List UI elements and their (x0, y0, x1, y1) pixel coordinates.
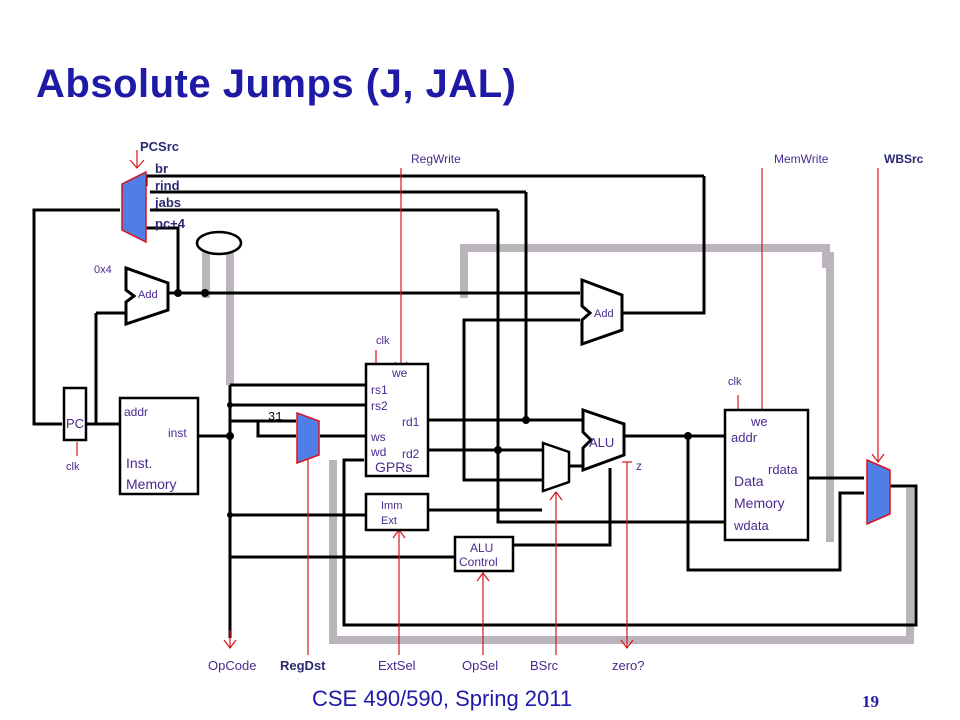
imm-ext-line2: Ext (381, 515, 397, 527)
dmem-addr-port: addr (731, 430, 758, 445)
junction-dots (174, 289, 692, 518)
mux-input-br: br (155, 161, 168, 176)
immediate-extender (364, 492, 430, 532)
gpr-wd-port: wd (370, 445, 386, 459)
opsel-signal: OpSel (462, 658, 498, 673)
pc-label: PC (66, 416, 84, 431)
regdst-signal: RegDst (280, 658, 326, 673)
mux-input-jabs: jabs (154, 195, 181, 210)
slide-title: Absolute Jumps (J, JAL) (36, 62, 517, 106)
gpr-rs2-port: rs2 (371, 399, 388, 413)
datapath-wires (32, 174, 918, 638)
bsrc-mux (541, 441, 571, 493)
slide-footer: CSE 490/590, Spring 2011 (312, 686, 573, 711)
dmem-name-line1: Data (734, 473, 764, 489)
dmem-name-line2: Memory (734, 495, 785, 511)
page-number: 19 (862, 692, 879, 711)
alu-label: ALU (589, 435, 614, 450)
data-memory (723, 408, 810, 542)
pc-adder-label: Add (138, 289, 158, 301)
extsel-signal: ExtSel (378, 658, 416, 673)
imm-ext-line1: Imm (381, 500, 402, 512)
pc-plus4-adder (124, 265, 170, 327)
mux-input-pc4: pc+4 (155, 216, 186, 231)
wbsrc-signal: WBSrc (884, 152, 924, 166)
imem-inst-port: inst (168, 426, 187, 440)
jump-concat-unit (195, 230, 243, 256)
dmem-clk-label: clk (728, 376, 742, 388)
mux-input-rind: rind (155, 178, 180, 193)
opcode-signal: OpCode (208, 658, 256, 673)
regdst-mux (296, 411, 320, 465)
gpr-rs1-port: rs1 (371, 383, 388, 397)
alu-zero-out: z (636, 459, 642, 473)
memwrite-signal: MemWrite (774, 152, 829, 166)
constant-4-label: 0x4 (94, 264, 112, 276)
dmem-rdata-port: rdata (768, 462, 798, 477)
gpr-rd2-port: rd2 (402, 447, 420, 461)
alu-control-line2: Control (459, 555, 498, 569)
pcsrc-label: PCSrc (140, 139, 179, 154)
imem-name-line2: Memory (126, 476, 177, 492)
alu (581, 407, 626, 473)
constant-31-label: 31 (268, 410, 282, 424)
branch-target-adder (580, 277, 624, 347)
regwrite-signal: RegWrite (411, 152, 461, 166)
zero-signal: zero? (612, 658, 645, 673)
bsrc-signal: BSrc (530, 658, 559, 673)
gpr-name: GPRs (375, 459, 412, 475)
alu-control-unit (453, 535, 515, 573)
gpr-ws-port: ws (370, 430, 386, 444)
gpr-clk-label: clk (376, 335, 390, 347)
branch-adder-label: Add (594, 308, 614, 320)
dmem-wdata-port: wdata (733, 518, 769, 533)
pc-register (62, 386, 88, 442)
register-file (364, 362, 430, 478)
imem-addr-port: addr (124, 405, 148, 419)
wbsrc-mux (866, 458, 891, 526)
dmem-we-port: we (750, 414, 768, 429)
gpr-rd1-port: rd1 (402, 415, 420, 429)
gpr-we-port: we (391, 366, 408, 380)
alu-control-line1: ALU (470, 541, 493, 555)
instruction-memory (118, 396, 200, 496)
imem-name-line1: Inst. (126, 455, 152, 471)
pc-select-mux (121, 170, 147, 244)
control-lines (76, 150, 885, 655)
pc-clk-label: clk (66, 461, 80, 473)
